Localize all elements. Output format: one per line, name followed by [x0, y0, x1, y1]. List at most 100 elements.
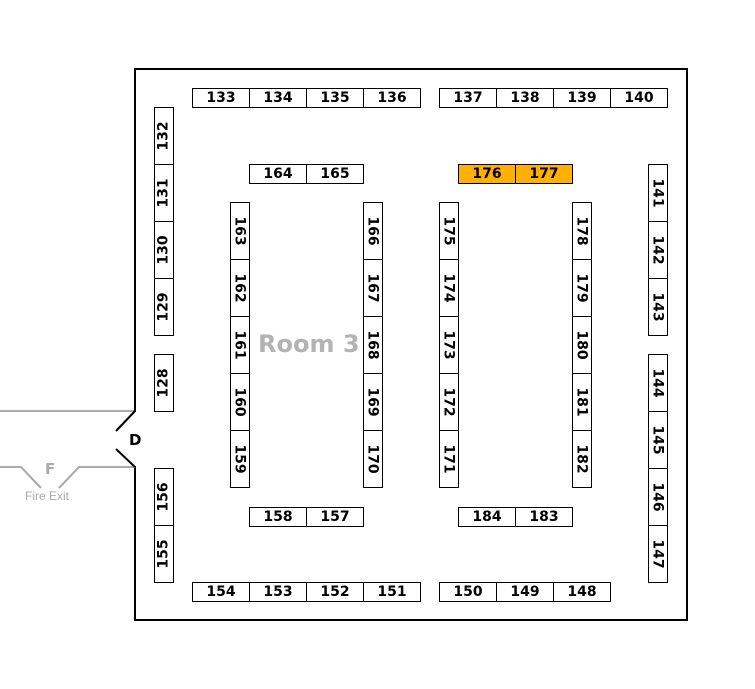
booth-150[interactable]: 150 — [439, 582, 497, 602]
booth-number: 151 — [377, 584, 407, 600]
booth-165[interactable]: 165 — [306, 164, 364, 184]
booth-number: 131 — [156, 178, 173, 208]
booth-168[interactable]: 168 — [363, 316, 383, 374]
booth-158[interactable]: 158 — [249, 507, 307, 527]
booth-number: 175 — [441, 216, 458, 246]
booth-number: 174 — [441, 273, 458, 303]
booth-number: 156 — [156, 482, 173, 512]
booth-number: 168 — [365, 330, 382, 360]
booth-number: 129 — [156, 292, 173, 322]
booth-number: 153 — [263, 584, 293, 600]
booth-167[interactable]: 167 — [363, 259, 383, 317]
booth-number: 144 — [650, 368, 667, 398]
booth-179[interactable]: 179 — [572, 259, 592, 317]
door-opening — [130, 411, 140, 466]
booth-159[interactable]: 159 — [230, 430, 250, 488]
booth-number: 158 — [263, 509, 293, 525]
booth-number: 137 — [453, 90, 483, 106]
booth-number: 147 — [650, 539, 667, 569]
booth-142[interactable]: 142 — [648, 221, 668, 279]
booth-number: 165 — [320, 166, 350, 182]
booth-number: 182 — [574, 444, 591, 474]
booth-number: 133 — [206, 90, 236, 106]
booth-169[interactable]: 169 — [363, 373, 383, 431]
door-label: D — [129, 431, 142, 449]
booth-173[interactable]: 173 — [439, 316, 459, 374]
booth-149[interactable]: 149 — [496, 582, 554, 602]
booth-180[interactable]: 180 — [572, 316, 592, 374]
booth-number: 136 — [377, 90, 407, 106]
booth-133[interactable]: 133 — [192, 88, 250, 108]
booth-139[interactable]: 139 — [553, 88, 611, 108]
booth-160[interactable]: 160 — [230, 373, 250, 431]
booth-number: 148 — [567, 584, 597, 600]
fire-exit-line — [58, 466, 135, 489]
booth-141[interactable]: 141 — [648, 164, 668, 222]
booth-183[interactable]: 183 — [515, 507, 573, 527]
booth-140[interactable]: 140 — [610, 88, 668, 108]
booth-number: 135 — [320, 90, 350, 106]
booth-145[interactable]: 145 — [648, 411, 668, 469]
room-3-walls — [134, 68, 688, 621]
booth-number: 128 — [156, 368, 173, 398]
booth-number: 142 — [650, 235, 667, 265]
door-leaf-top — [115, 410, 136, 432]
booth-number: 172 — [441, 387, 458, 417]
booth-176[interactable]: 176 — [458, 164, 516, 184]
booth-154[interactable]: 154 — [192, 582, 250, 602]
fire-exit-label[interactable]: Fire Exit — [25, 489, 70, 503]
booth-number: 132 — [156, 121, 173, 151]
booth-number: 166 — [365, 216, 382, 246]
booth-156[interactable]: 156 — [154, 468, 174, 526]
booth-number: 138 — [510, 90, 540, 106]
booth-181[interactable]: 181 — [572, 373, 592, 431]
booth-152[interactable]: 152 — [306, 582, 364, 602]
booth-number: 177 — [529, 166, 559, 182]
booth-131[interactable]: 131 — [154, 164, 174, 222]
booth-number: 141 — [650, 178, 667, 208]
booth-130[interactable]: 130 — [154, 221, 174, 279]
booth-143[interactable]: 143 — [648, 278, 668, 336]
booth-171[interactable]: 171 — [439, 430, 459, 488]
booth-157[interactable]: 157 — [306, 507, 364, 527]
booth-number: 134 — [263, 90, 293, 106]
booth-163[interactable]: 163 — [230, 202, 250, 260]
booth-number: 184 — [472, 509, 502, 525]
booth-172[interactable]: 172 — [439, 373, 459, 431]
booth-number: 183 — [529, 509, 559, 525]
booth-155[interactable]: 155 — [154, 525, 174, 583]
booth-162[interactable]: 162 — [230, 259, 250, 317]
booth-number: 173 — [441, 330, 458, 360]
booth-137[interactable]: 137 — [439, 88, 497, 108]
booth-166[interactable]: 166 — [363, 202, 383, 260]
booth-147[interactable]: 147 — [648, 525, 668, 583]
booth-number: 163 — [232, 216, 249, 246]
booth-144[interactable]: 144 — [648, 354, 668, 412]
room-label: Room 3 — [258, 330, 360, 358]
booth-132[interactable]: 132 — [154, 107, 174, 165]
booth-135[interactable]: 135 — [306, 88, 364, 108]
booth-146[interactable]: 146 — [648, 468, 668, 526]
fire-exit-letter: F — [45, 460, 56, 478]
booth-164[interactable]: 164 — [249, 164, 307, 184]
booth-129[interactable]: 129 — [154, 278, 174, 336]
booth-128[interactable]: 128 — [154, 354, 174, 412]
booth-175[interactable]: 175 — [439, 202, 459, 260]
booth-184[interactable]: 184 — [458, 507, 516, 527]
booth-170[interactable]: 170 — [363, 430, 383, 488]
booth-number: 178 — [574, 216, 591, 246]
booth-177[interactable]: 177 — [515, 164, 573, 184]
booth-148[interactable]: 148 — [553, 582, 611, 602]
booth-174[interactable]: 174 — [439, 259, 459, 317]
booth-number: 176 — [472, 166, 502, 182]
booth-151[interactable]: 151 — [363, 582, 421, 602]
booth-178[interactable]: 178 — [572, 202, 592, 260]
booth-number: 149 — [510, 584, 540, 600]
booth-134[interactable]: 134 — [249, 88, 307, 108]
booth-161[interactable]: 161 — [230, 316, 250, 374]
booth-153[interactable]: 153 — [249, 582, 307, 602]
booth-136[interactable]: 136 — [363, 88, 421, 108]
booth-182[interactable]: 182 — [572, 430, 592, 488]
booth-number: 159 — [232, 444, 249, 474]
booth-138[interactable]: 138 — [496, 88, 554, 108]
